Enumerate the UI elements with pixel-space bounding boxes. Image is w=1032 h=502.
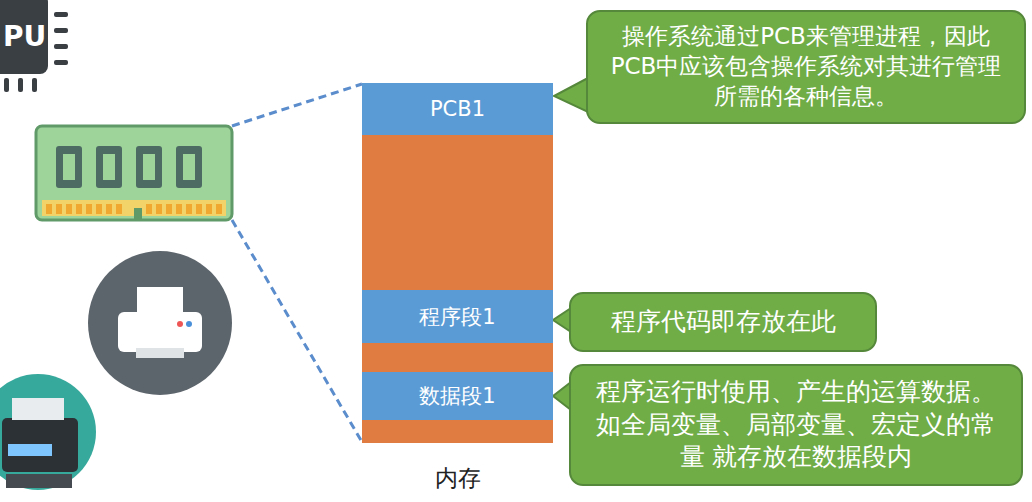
- callout-box: 操作系统通过PCB来管理进程，因此PCB中应该包含操作系统对其进行管理所需的各种…: [586, 10, 1026, 124]
- chip-label: PU: [3, 20, 46, 53]
- callout-pointer: [554, 78, 588, 112]
- printer-icon: [88, 251, 232, 395]
- memory-segment: PCB1: [362, 83, 553, 135]
- callout-text: 程序代码即存放在此: [611, 306, 836, 339]
- scanner-icon: [0, 374, 96, 490]
- callout-text: 操作系统通过PCB来管理进程，因此PCB中应该包含操作系统对其进行管理所需的各种…: [604, 22, 1008, 112]
- zoom-line: [232, 220, 362, 442]
- callout-box: 程序运行时使用、产生的运算数据。如全局变量、局部变量、宏定义的常量 就存放在数据…: [569, 364, 1023, 486]
- callout-box: 程序代码即存放在此: [569, 292, 877, 352]
- segment-label: 程序段1: [419, 303, 495, 331]
- memory-segment: 数据段1: [362, 372, 553, 420]
- memory-column: 内存PCB1程序段1数据段1: [362, 83, 553, 443]
- segment-label: PCB1: [430, 97, 485, 121]
- cpu-icon: [0, 0, 68, 92]
- memory-label: 内存: [362, 463, 553, 494]
- memory-segment: 程序段1: [362, 290, 553, 343]
- segment-label: 数据段1: [419, 382, 495, 410]
- callout-text: 程序运行时使用、产生的运算数据。如全局变量、局部变量、宏定义的常量 就存放在数据…: [587, 376, 1005, 474]
- memory-stick-icon: [36, 126, 232, 220]
- zoom-line: [232, 84, 362, 126]
